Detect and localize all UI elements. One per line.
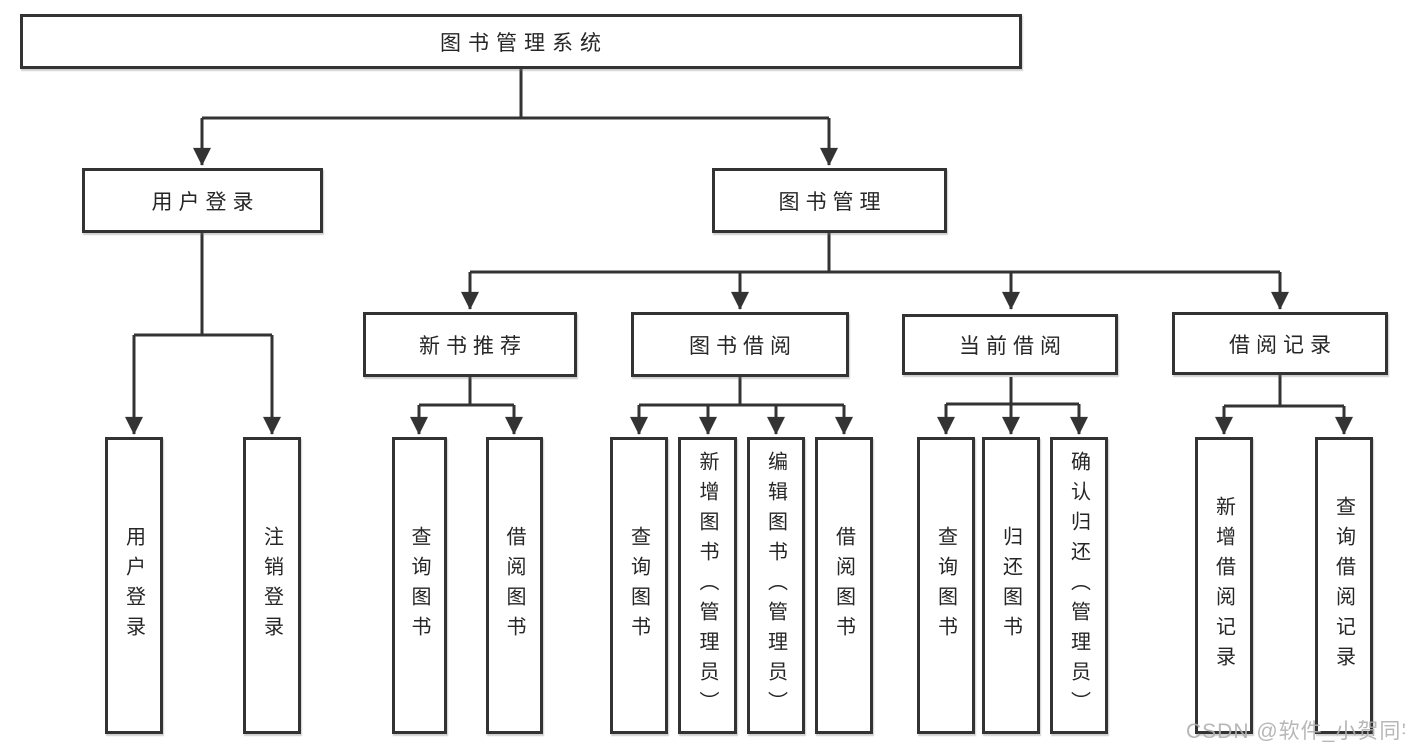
node-new-book-recommend: 新书推荐 [363, 312, 577, 377]
node-label: 用户登录 [151, 190, 260, 214]
leaf-edit-books-admin: 编辑图书（管理员） [747, 437, 805, 734]
node-label: 查询图书 [627, 525, 650, 646]
leaf-user-login: 用户登录 [105, 437, 163, 734]
node-label: 查询图书 [408, 525, 430, 646]
node-label: 借阅记录 [1229, 333, 1337, 357]
node-label: 图书管理 [778, 190, 887, 214]
node-label: 新书推荐 [419, 334, 527, 358]
leaf-borrow-books-recommend: 借阅图书 [486, 437, 543, 734]
csdn-watermark: CSDN @软件_小贺同学 [1186, 720, 1405, 743]
node-book-management: 图书管理 [712, 168, 947, 233]
node-label: 注销登录 [260, 525, 283, 646]
node-root-system: 图书管理系统 [20, 14, 1022, 69]
leaf-query-borrow-record: 查询借阅记录 [1315, 437, 1373, 734]
node-book-borrowing: 图书借阅 [631, 312, 849, 377]
node-label: 归还图书 [999, 525, 1022, 646]
leaf-query-books-current: 查询图书 [917, 437, 975, 734]
node-user-login: 用户登录 [82, 168, 323, 233]
node-label: 新增借阅记录 [1212, 495, 1235, 676]
node-label: 当前借阅 [959, 334, 1067, 358]
node-label: 借阅图书 [832, 525, 855, 646]
node-borrowing-records: 借阅记录 [1172, 312, 1388, 375]
node-label: 借阅图书 [503, 525, 525, 646]
node-label: 图书借阅 [689, 334, 797, 358]
node-label: 查询图书 [934, 525, 957, 646]
node-label: 用户登录 [122, 525, 145, 646]
node-label: 确认归还（管理员） [1067, 450, 1090, 721]
node-label: 编辑图书（管理员） [764, 450, 787, 721]
leaf-logout: 注销登录 [243, 437, 301, 734]
leaf-query-books-recommend: 查询图书 [392, 437, 447, 734]
node-current-borrowing: 当前借阅 [902, 314, 1118, 375]
leaf-add-books-admin: 新增图书（管理员） [678, 437, 737, 734]
leaf-query-books-borrow: 查询图书 [610, 437, 668, 734]
node-label: 图书管理系统 [440, 31, 608, 55]
node-label: 查询借阅记录 [1332, 495, 1355, 676]
node-label: 新增图书（管理员） [696, 450, 718, 721]
leaf-return-books: 归还图书 [982, 437, 1040, 734]
leaf-add-borrow-record: 新增借阅记录 [1195, 437, 1253, 734]
leaf-borrow-books: 借阅图书 [815, 437, 873, 734]
leaf-confirm-return-admin: 确认归还（管理员） [1050, 437, 1108, 734]
